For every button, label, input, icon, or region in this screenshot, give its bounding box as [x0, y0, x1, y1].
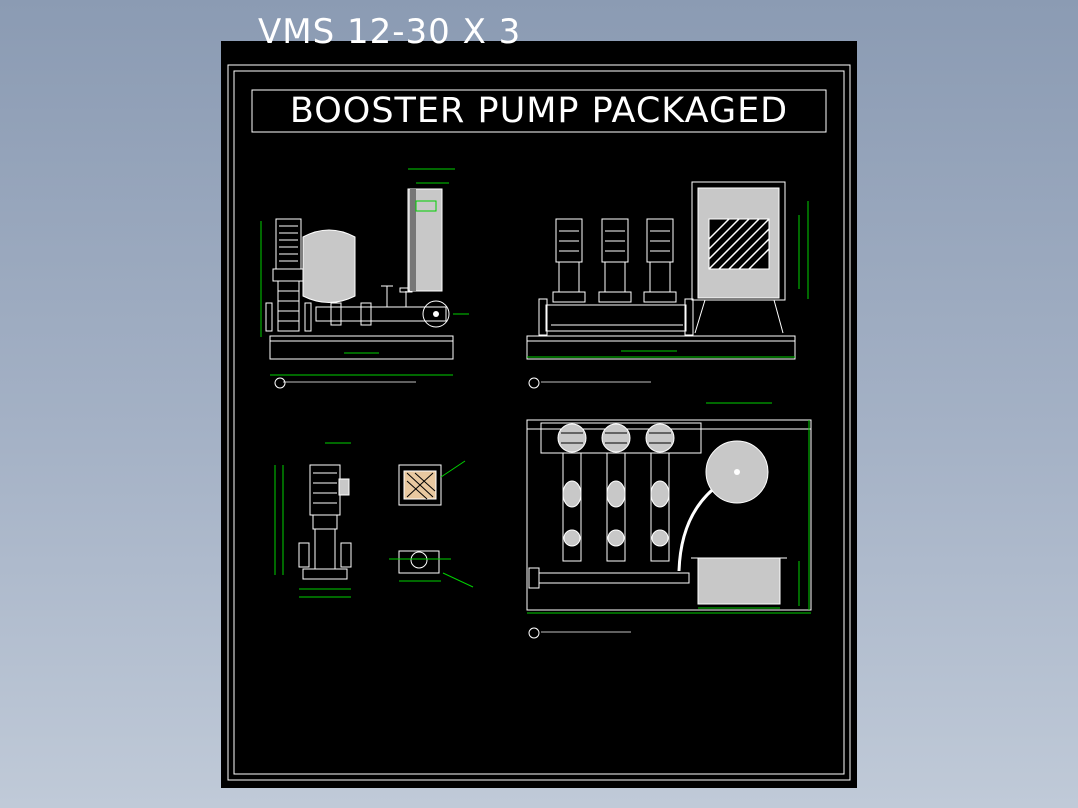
- front-view-base-frame: [526, 335, 796, 360]
- front-view-callout: [528, 377, 540, 389]
- side-view-callout: [274, 377, 286, 389]
- plan-view: [526, 402, 812, 639]
- control-cabinet: [691, 181, 786, 301]
- manifold: [545, 304, 687, 332]
- side-view-base-frame: [269, 335, 454, 360]
- front-view: [526, 181, 809, 389]
- discharge-header: [538, 572, 690, 584]
- drawing-sheet: BOOSTER PUMP PACKAGED: [221, 41, 857, 788]
- base-plate: [398, 464, 442, 506]
- pressure-tank: [302, 229, 356, 303]
- banner-box: [251, 89, 827, 133]
- plan-view-callout: [528, 627, 540, 639]
- model-title: VMS 12-30 X 3: [258, 12, 522, 52]
- side-view: [260, 168, 469, 389]
- inner-frame: [233, 70, 845, 775]
- cabinet-window: [708, 218, 770, 270]
- control-cabinet: [697, 557, 781, 605]
- outer-frame: [227, 64, 851, 781]
- plan-view-base-frame: [526, 419, 812, 611]
- banner-title: BOOSTER PUMP PACKAGED: [289, 91, 789, 131]
- cad-drawing: [227, 64, 851, 781]
- pump-detail-view: [274, 442, 474, 598]
- pipe-header: [315, 306, 447, 322]
